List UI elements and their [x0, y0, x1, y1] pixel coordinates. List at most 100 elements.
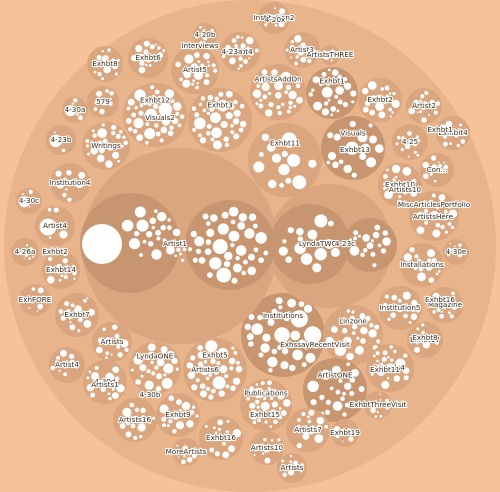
leaf-bubble[interactable]	[157, 46, 161, 50]
leaf-bubble[interactable]	[230, 242, 235, 248]
leaf-bubble[interactable]	[223, 260, 231, 268]
leaf-bubble[interactable]	[285, 177, 292, 184]
leaf-bubble[interactable]	[278, 449, 281, 453]
leaf-bubble[interactable]	[236, 48, 243, 56]
leaf-bubble[interactable]	[112, 151, 120, 159]
leaf-bubble[interactable]	[239, 103, 245, 109]
leaf-bubble[interactable]	[156, 236, 161, 241]
leaf-bubble[interactable]	[307, 229, 318, 240]
leaf-bubble[interactable]	[240, 120, 247, 128]
category-bubble[interactable]	[11, 238, 39, 266]
leaf-bubble[interactable]	[403, 253, 412, 262]
category-bubble[interactable]	[92, 322, 132, 362]
leaf-bubble[interactable]	[383, 174, 388, 179]
leaf-bubble[interactable]	[275, 297, 283, 305]
leaf-bubble[interactable]	[380, 362, 384, 366]
leaf-bubble[interactable]	[153, 103, 159, 110]
leaf-bubble[interactable]	[449, 142, 452, 146]
leaf-bubble[interactable]	[206, 221, 211, 226]
leaf-bubble[interactable]	[21, 193, 24, 196]
leaf-bubble[interactable]	[316, 416, 325, 425]
leaf-bubble[interactable]	[383, 302, 388, 308]
leaf-bubble[interactable]	[121, 219, 134, 232]
leaf-bubble[interactable]	[432, 310, 436, 314]
leaf-bubble[interactable]	[233, 109, 241, 117]
leaf-bubble[interactable]	[144, 55, 153, 63]
leaf-bubble[interactable]	[307, 419, 312, 424]
leaf-bubble[interactable]	[107, 48, 111, 52]
leaf-bubble[interactable]	[376, 367, 386, 377]
leaf-bubble[interactable]	[433, 110, 438, 115]
leaf-bubble[interactable]	[268, 368, 273, 373]
leaf-bubble[interactable]	[281, 459, 285, 463]
leaf-bubble[interactable]	[49, 134, 63, 148]
leaf-bubble[interactable]	[270, 445, 273, 449]
leaf-bubble[interactable]	[415, 135, 419, 139]
leaf-bubble[interactable]	[364, 100, 371, 107]
leaf-bubble[interactable]	[208, 394, 214, 400]
leaf-bubble[interactable]	[96, 346, 103, 354]
leaf-bubble[interactable]	[55, 170, 62, 177]
leaf-bubble[interactable]	[374, 324, 380, 330]
leaf-bubble[interactable]	[145, 140, 149, 145]
leaf-bubble[interactable]	[179, 114, 185, 119]
leaf-bubble[interactable]	[75, 364, 79, 369]
leaf-bubble[interactable]	[274, 24, 278, 27]
leaf-bubble[interactable]	[217, 419, 224, 426]
leaf-bubble[interactable]	[416, 226, 425, 235]
leaf-bubble[interactable]	[78, 171, 86, 179]
leaf-bubble[interactable]	[63, 372, 67, 377]
leaf-bubble[interactable]	[308, 92, 313, 97]
leaf-bubble[interactable]	[443, 306, 446, 310]
category-bubble[interactable]	[87, 86, 119, 118]
leaf-bubble[interactable]	[297, 418, 301, 422]
leaf-bubble[interactable]	[257, 314, 263, 321]
leaf-bubble[interactable]	[199, 26, 202, 29]
category-bubble[interactable]	[358, 78, 402, 122]
leaf-bubble[interactable]	[332, 401, 343, 411]
leaf-bubble[interactable]	[428, 277, 435, 283]
leaf-bubble[interactable]	[314, 434, 324, 443]
category-bubble[interactable]	[16, 188, 42, 214]
leaf-bubble[interactable]	[61, 148, 66, 153]
leaf-bubble[interactable]	[28, 205, 31, 208]
category-bubble[interactable]	[62, 97, 88, 123]
leaf-bubble[interactable]	[139, 364, 147, 372]
leaf-bubble[interactable]	[248, 253, 255, 261]
leaf-bubble[interactable]	[452, 251, 456, 255]
leaf-bubble[interactable]	[125, 118, 132, 124]
leaf-bubble[interactable]	[134, 407, 140, 413]
leaf-bubble[interactable]	[351, 100, 355, 104]
leaf-bubble[interactable]	[191, 405, 196, 409]
leaf-bubble[interactable]	[69, 321, 72, 324]
leaf-bubble[interactable]	[387, 317, 391, 322]
leaf-bubble[interactable]	[197, 345, 203, 351]
leaf-bubble[interactable]	[144, 128, 156, 140]
leaf-bubble[interactable]	[249, 51, 254, 56]
leaf-bubble[interactable]	[379, 399, 382, 401]
leaf-bubble[interactable]	[300, 42, 306, 48]
leaf-bubble[interactable]	[99, 108, 105, 115]
leaf-bubble[interactable]	[424, 91, 429, 95]
leaf-bubble[interactable]	[285, 84, 292, 91]
leaf-bubble[interactable]	[103, 145, 107, 148]
leaf-bubble[interactable]	[229, 57, 236, 65]
leaf-bubble[interactable]	[163, 363, 174, 374]
leaf-bubble[interactable]	[230, 385, 236, 392]
category-bubble[interactable]	[443, 239, 469, 265]
leaf-bubble[interactable]	[191, 82, 195, 86]
leaf-bubble[interactable]	[99, 99, 101, 102]
leaf-bubble[interactable]	[349, 120, 356, 128]
leaf-bubble[interactable]	[103, 65, 111, 74]
leaf-bubble[interactable]	[67, 197, 72, 202]
leaf-bubble[interactable]	[209, 447, 215, 453]
leaf-bubble[interactable]	[428, 199, 434, 205]
leaf-bubble[interactable]	[261, 82, 270, 92]
leaf-bubble[interactable]	[167, 218, 171, 222]
leaf-bubble[interactable]	[308, 409, 315, 416]
leaf-bubble[interactable]	[283, 399, 291, 407]
leaf-bubble[interactable]	[417, 258, 421, 262]
leaf-bubble[interactable]	[326, 82, 330, 87]
leaf-bubble[interactable]	[280, 361, 289, 370]
leaf-bubble[interactable]	[225, 430, 229, 434]
